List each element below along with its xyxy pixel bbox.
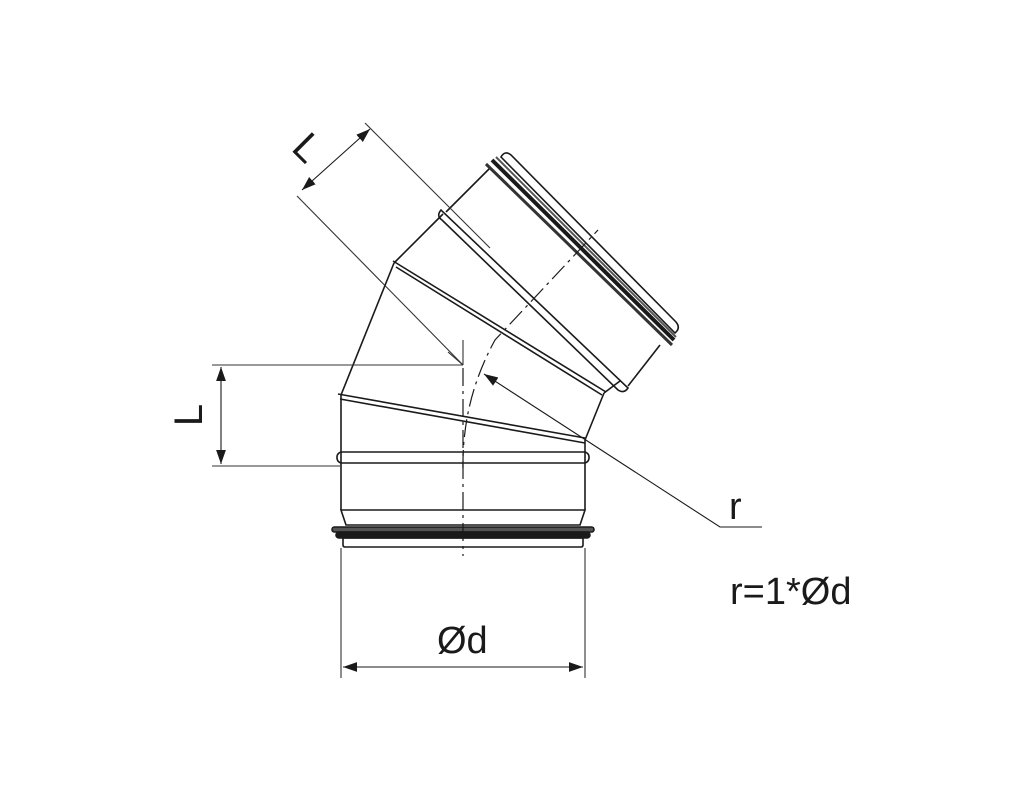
diameter-label: Ød <box>437 620 488 662</box>
middle-segment <box>340 260 607 441</box>
radius-leader <box>483 373 762 528</box>
radius-formula: r=1*Ød <box>730 571 852 613</box>
radius-label: r <box>729 486 742 528</box>
seam-lower <box>337 393 586 444</box>
centerlines <box>462 229 599 556</box>
length-label-lower: L <box>167 403 212 427</box>
dim-L-upper <box>301 128 371 191</box>
upper-segment <box>393 152 680 394</box>
